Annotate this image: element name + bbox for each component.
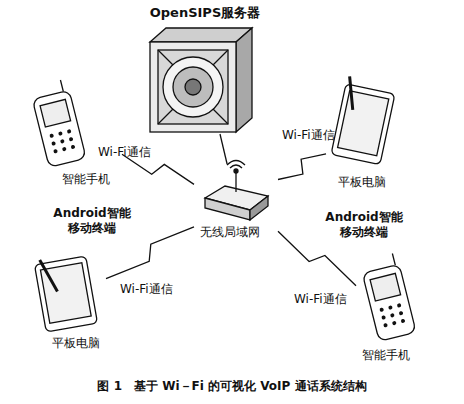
link-label: Wi-Fi通信 xyxy=(98,145,151,159)
wifi-link xyxy=(278,231,356,285)
link-label: Wi-Fi通信 xyxy=(282,128,335,142)
node-label: 无线局域网 xyxy=(200,225,260,239)
device-node: 智能手机 xyxy=(30,84,122,186)
device-node: 无线局域网 xyxy=(194,164,278,240)
wired-link xyxy=(220,134,227,164)
node-label: 智能手机 xyxy=(62,172,110,186)
terminal-label: Android智能 移动终端 xyxy=(50,206,134,236)
tablet-illustration xyxy=(331,76,397,165)
device-node: 平板电脑 xyxy=(326,78,400,190)
link-label: Wi-Fi通信 xyxy=(120,282,173,296)
node-label: 智能手机 xyxy=(362,348,410,362)
link-label: Wi-Fi通信 xyxy=(294,292,347,306)
node-label: 平板电脑 xyxy=(338,175,386,189)
node-label: OpenSIPS服务器 xyxy=(120,6,290,20)
phone-illustration xyxy=(29,79,86,168)
phone-illustration xyxy=(359,253,416,342)
device-node: 平板电脑 xyxy=(30,250,106,352)
router-illustration xyxy=(205,161,268,221)
device-node: OpenSIPS服务器 xyxy=(120,6,290,134)
tablet-illustration xyxy=(34,252,98,332)
server-illustration xyxy=(150,28,252,132)
figure-caption: 图 1 基于 Wi－Fi 的可视化 VoIP 通话系统结构 xyxy=(0,378,464,395)
wifi-link xyxy=(278,154,326,180)
wifi-link xyxy=(106,227,194,279)
terminal-label: Android智能 移动终端 xyxy=(322,210,406,240)
node-label: 平板电脑 xyxy=(52,336,100,350)
device-node: 智能手机 xyxy=(356,254,420,362)
